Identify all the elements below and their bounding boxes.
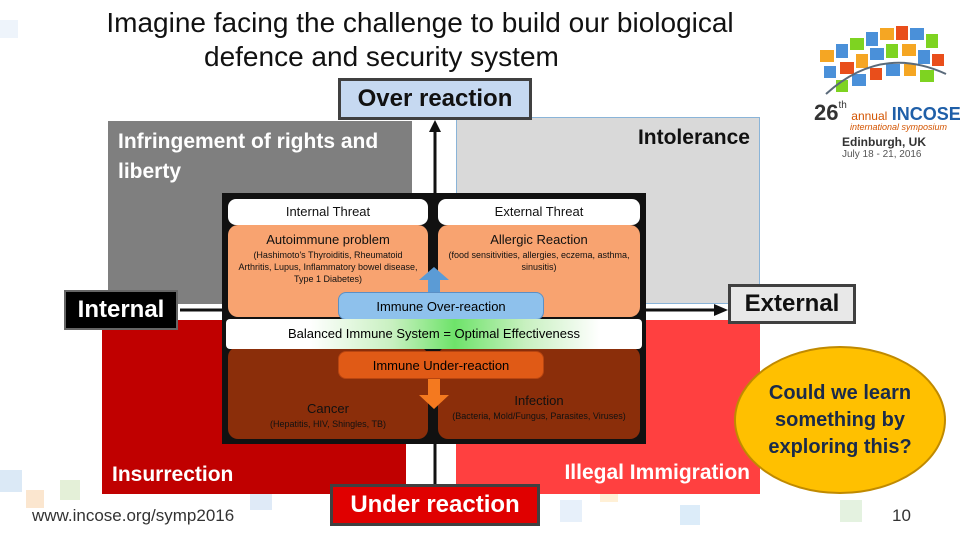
- logo-subtitle: international symposium: [850, 122, 948, 132]
- logo-annual: annual: [851, 109, 888, 123]
- quadrant-label-bottom-right: Illegal Immigration: [564, 461, 750, 484]
- slide-title: Imagine facing the challenge to build ou…: [20, 6, 820, 74]
- infection-detail: (Bacteria, Mold/Fungus, Parasites, Virus…: [452, 411, 626, 421]
- cancer-detail: (Hepatitis, HIV, Shingles, TB): [269, 419, 387, 429]
- logo-wordmark: 26th annual INCOSE: [814, 100, 960, 126]
- immune-over-reaction-label: Immune Over-reaction: [376, 299, 506, 314]
- callout-text: Could we learn something by exploring th…: [768, 381, 912, 458]
- quadrant-label-top-left: Infringement of rights and liberty: [118, 130, 379, 183]
- logo-number: 26: [814, 100, 839, 125]
- cancer-title: Cancer: [307, 401, 349, 416]
- title-line-2: defence and security system: [204, 41, 559, 72]
- balanced-immune-system-label: Balanced Immune System = Optimal Effecti…: [287, 326, 581, 341]
- header-external-threat-label: External Threat: [494, 204, 584, 219]
- allergic-detail: (food sensitivities, allergies, eczema, …: [448, 250, 630, 272]
- header-internal-threat: Internal Threat: [228, 199, 428, 225]
- callout-question: Could we learn something by exploring th…: [734, 346, 946, 494]
- quadrant-label-bottom-left: Insurrection: [112, 463, 234, 486]
- allergic-title: Allergic Reaction: [490, 232, 588, 247]
- logo-mosaic-icon: [820, 26, 947, 95]
- axis-label-over-reaction: Over reaction: [338, 78, 532, 120]
- logo-location: Edinburgh, UK: [842, 135, 926, 149]
- quadrant-label-top-right: Intolerance: [637, 126, 750, 149]
- up-arrow-icon: [419, 267, 449, 293]
- axis-label-external: External: [728, 284, 856, 324]
- header-external-threat: External Threat: [438, 199, 640, 225]
- down-arrow-icon: [419, 379, 449, 409]
- footer-url[interactable]: www.incose.org/symp2016: [32, 506, 235, 525]
- logo-ordinal: th: [838, 100, 847, 111]
- autoimmune-title: Autoimmune problem: [266, 232, 390, 247]
- axis-label-internal: Internal: [64, 290, 178, 330]
- immune-system-diagram: Internal Threat External Threat Autoimmu…: [222, 193, 646, 444]
- balanced-immune-system: Balanced Immune System = Optimal Effecti…: [226, 319, 642, 349]
- logo-brand: INCOSE: [891, 104, 960, 124]
- immune-under-reaction: Immune Under-reaction: [338, 351, 544, 379]
- autoimmune-detail: (Hashimoto's Thyroiditis, Rheumatoid Art…: [238, 250, 418, 284]
- title-line-1: Imagine facing the challenge to build ou…: [106, 7, 734, 38]
- header-internal-threat-label: Internal Threat: [285, 204, 371, 219]
- logo-dates: July 18 - 21, 2016: [842, 149, 922, 160]
- incose-logo: 26th annual INCOSE international symposi…: [806, 4, 960, 164]
- immune-over-reaction: Immune Over-reaction: [338, 292, 544, 320]
- axis-label-under-reaction: Under reaction: [330, 484, 540, 526]
- immune-under-reaction-label: Immune Under-reaction: [372, 358, 510, 373]
- page-number: 10: [892, 506, 911, 525]
- infection-title: Infection: [514, 393, 564, 408]
